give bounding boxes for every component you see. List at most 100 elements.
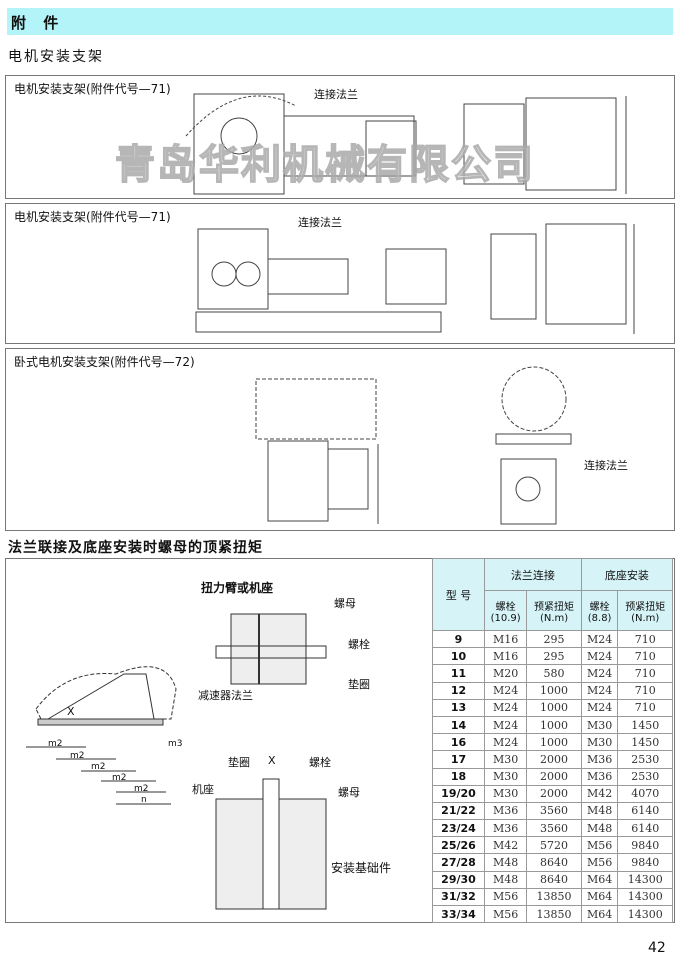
table-cell: M36 — [483, 801, 528, 821]
table-cell: M16 — [483, 629, 528, 649]
table-cell: 4070 — [617, 784, 673, 803]
flange-label: 连接法兰 — [298, 216, 342, 229]
table-cell: 295 — [526, 647, 582, 666]
foundation-label: 安装基础件 — [331, 861, 392, 875]
m2-label: m2 — [134, 784, 149, 794]
table-cell: M24 — [580, 629, 619, 649]
table-cell: 295 — [526, 629, 582, 649]
table-cell: 13 — [432, 698, 485, 717]
table-cell: M56 — [580, 836, 619, 855]
table-cell: 19/20 — [432, 784, 485, 803]
table-cell: 6140 — [617, 801, 673, 821]
torque-arm-label: 扭力臂或机座 — [201, 581, 274, 595]
table-cell: 1000 — [526, 698, 582, 717]
table-cell: 11 — [432, 664, 485, 683]
table-cell: 2000 — [526, 750, 582, 769]
x-label: X — [67, 705, 75, 718]
table-cell: 1000 — [526, 715, 582, 735]
table-cell: M56 — [580, 853, 619, 872]
table-cell: M30 — [483, 750, 528, 769]
panel-torque: 扭力臂或机座 螺母 螺栓 垫圈 减速器法兰 X m2 m2 m2 m2 m2 m… — [5, 558, 675, 923]
table-cell: M24 — [483, 733, 528, 752]
horizontal-bracket-drawing — [255, 366, 572, 525]
base-label: 机座 — [192, 783, 214, 796]
n-label: n — [141, 795, 147, 805]
table-cell: 2000 — [526, 784, 582, 803]
table-cell: 710 — [617, 664, 673, 683]
table-cell: 710 — [617, 629, 673, 649]
table-cell: 1000 — [526, 733, 582, 752]
table-cell: 2000 — [526, 767, 582, 786]
x-label: X — [268, 754, 276, 767]
table-cell: 1450 — [617, 715, 673, 735]
table-cell: M64 — [580, 904, 619, 924]
table-cell: M24 — [580, 698, 619, 717]
table-cell: 6140 — [617, 819, 673, 838]
table-cell: 13850 — [526, 904, 582, 924]
table-cell: 13850 — [526, 887, 582, 907]
table-cell: 8640 — [526, 853, 582, 872]
motor-bracket-drawing — [195, 223, 635, 334]
col-header: 预紧扭矩(N.m) — [617, 590, 673, 631]
table-cell: 9 — [432, 629, 485, 649]
table-cell: 2530 — [617, 750, 673, 769]
table-cell: M24 — [580, 664, 619, 683]
table-cell: M48 — [483, 853, 528, 872]
flange-label: 连接法兰 — [314, 88, 358, 101]
table-cell: 21/22 — [432, 801, 485, 821]
panel-horizontal-bracket-72: 卧式电机安装支架(附件代号—72) 连接法兰 — [5, 348, 675, 531]
flange-group-header: 法兰连接 — [484, 558, 582, 591]
table-cell: 14300 — [617, 887, 673, 907]
table-cell: M48 — [483, 870, 528, 889]
panel-title: 卧式电机安装支架(附件代号—72) — [14, 355, 195, 369]
table-cell: M24 — [483, 715, 528, 735]
table-cell: 23/24 — [432, 819, 485, 838]
col-header: 预紧扭矩(N.m) — [526, 590, 582, 631]
table-cell: M48 — [580, 819, 619, 838]
table-cell: 5720 — [526, 836, 582, 855]
torque-table: 型 号 法兰连接 底座安装 螺栓(10.9) 预紧扭矩(N.m) 螺栓(8.8)… — [432, 558, 674, 924]
table-cell: M64 — [580, 887, 619, 907]
table-cell: 25/26 — [432, 836, 485, 855]
panel-title: 电机安装支架(附件代号—71) — [14, 82, 171, 96]
table-cell: 1000 — [526, 681, 582, 700]
table-cell: 3560 — [526, 819, 582, 838]
section-header: 附 件 — [7, 8, 673, 35]
m3-label: m3 — [168, 739, 183, 749]
washer-label: 垫圈 — [228, 756, 250, 769]
table-cell: M30 — [483, 784, 528, 803]
table-cell: M64 — [580, 870, 619, 889]
table-cell: 14300 — [617, 870, 673, 889]
table-cell: 1450 — [617, 733, 673, 752]
table-cell: M36 — [580, 767, 619, 786]
table-cell: 2530 — [617, 767, 673, 786]
washer-label: 垫圈 — [348, 678, 370, 691]
col-header: 螺栓(8.8) — [580, 590, 619, 631]
table-cell: M16 — [483, 647, 528, 666]
table-cell: M24 — [580, 647, 619, 666]
m2-label: m2 — [48, 739, 63, 749]
table-cell: M24 — [483, 698, 528, 717]
section-title: 法兰联接及底座安装时螺母的顶紧扭矩 — [8, 540, 263, 556]
bolt-label: 螺栓 — [348, 638, 370, 651]
reducer-flange-label: 减速器法兰 — [198, 689, 253, 702]
table-cell: 12 — [432, 681, 485, 700]
table-cell: 9840 — [617, 853, 673, 872]
page-number: 42 — [648, 940, 666, 956]
table-cell: 710 — [617, 698, 673, 717]
table-cell: M36 — [580, 750, 619, 769]
panel-title: 电机安装支架(附件代号—71) — [14, 210, 171, 224]
table-cell: M56 — [483, 904, 528, 924]
table-cell: M30 — [483, 767, 528, 786]
table-cell: M42 — [483, 836, 528, 855]
panel-motor-bracket-71b: 电机安装支架(附件代号—71) 连接法兰 — [5, 203, 675, 344]
